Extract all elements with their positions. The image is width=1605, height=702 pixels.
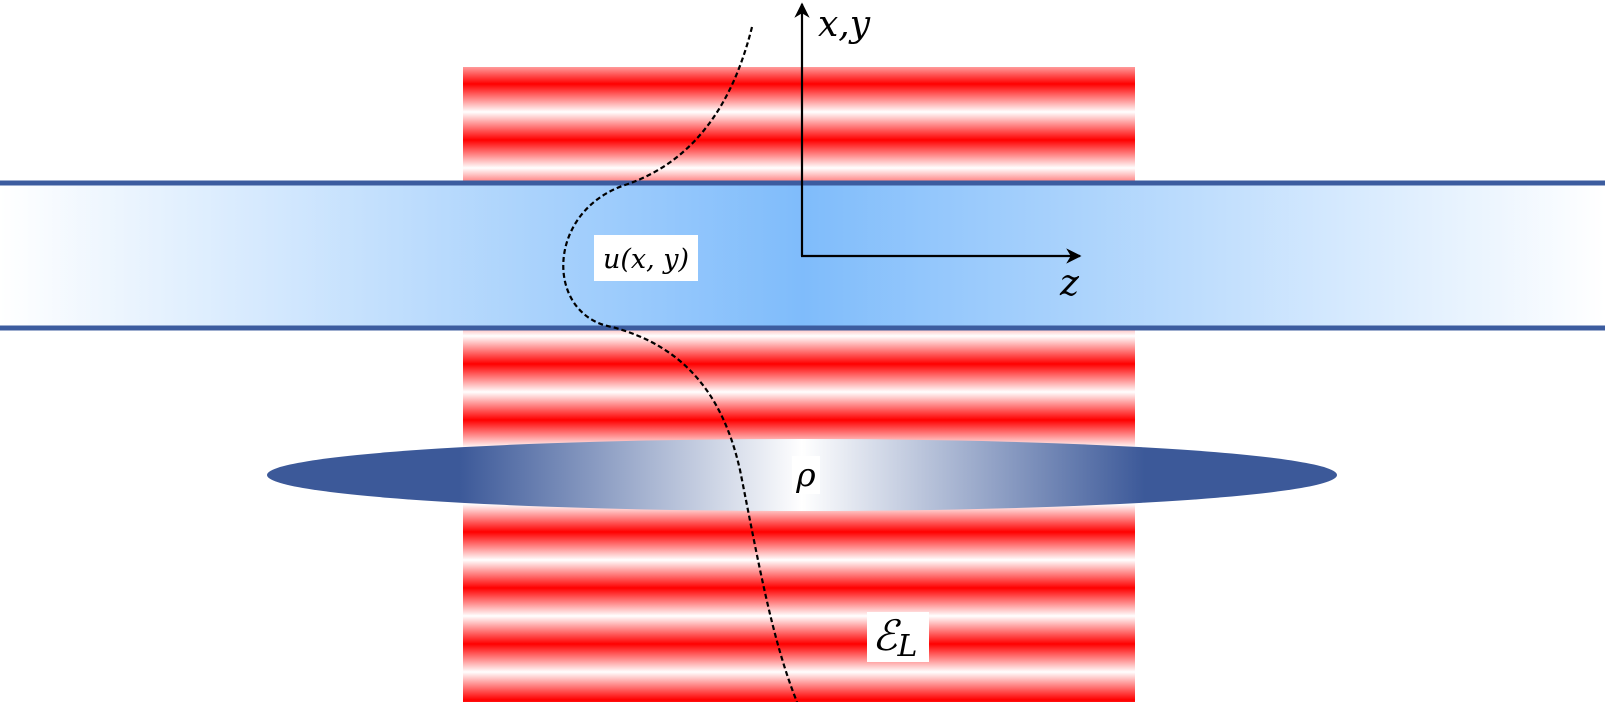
mode-profile-curve: [562, 26, 799, 702]
laser-field-label-bg: [867, 612, 929, 662]
density-label: ρ: [795, 455, 816, 494]
laser-field-symbol: ℰ: [872, 611, 902, 660]
horizontal-axis-label: z: [1059, 263, 1080, 304]
laser-field-block: [463, 67, 1135, 702]
mode-profile-label-bg: [594, 235, 698, 281]
vertical-axis-label: x,y: [818, 4, 871, 45]
laser-field-subscript: L: [896, 629, 917, 664]
mode-profile-label: u(x, y): [603, 244, 689, 275]
laser-field-label: ℰL: [872, 611, 917, 664]
density-label-bg: [792, 456, 820, 494]
